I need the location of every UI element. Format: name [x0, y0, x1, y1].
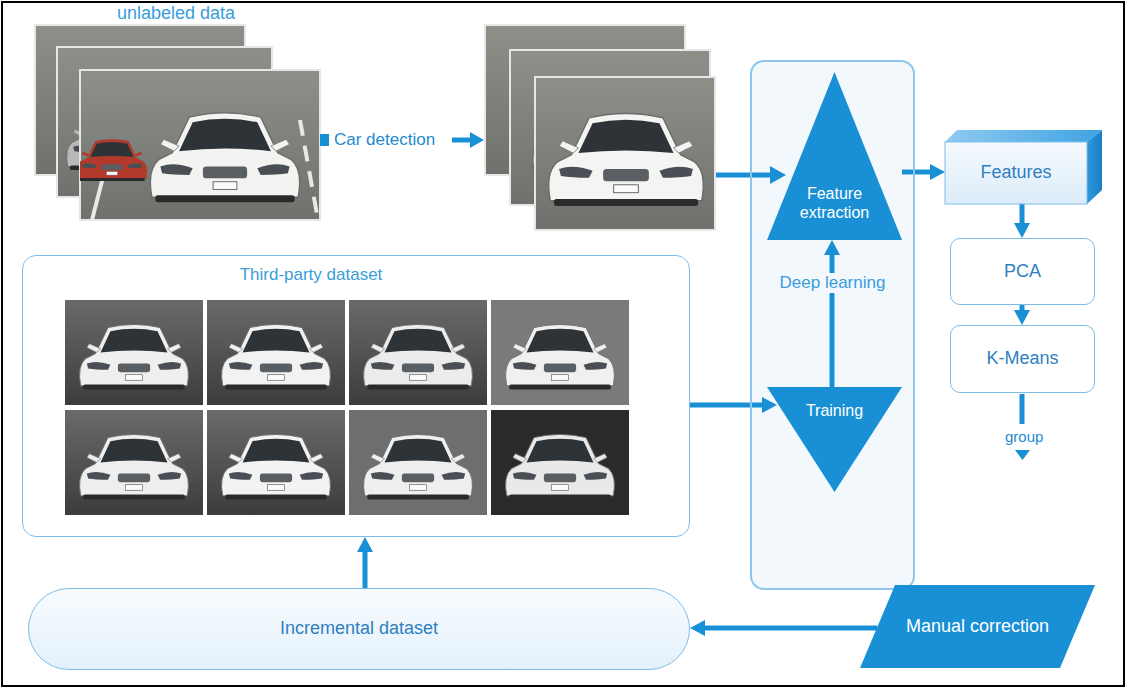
data-cube: Features	[945, 130, 1102, 204]
connector-arrow	[1014, 204, 1030, 238]
process-box: PCA	[950, 238, 1095, 305]
connector-line	[703, 626, 877, 631]
photo-grid	[65, 300, 629, 515]
connector-arrow	[690, 620, 877, 636]
arrow-head	[1014, 310, 1030, 325]
connector-arrow	[1014, 305, 1030, 325]
connector-line	[690, 403, 764, 408]
connector-line	[902, 170, 932, 175]
cube-top	[945, 130, 1102, 142]
process-label: Training	[806, 401, 863, 420]
triangle-shape	[767, 387, 902, 492]
connector-line	[1020, 204, 1025, 225]
process-label: K-Means	[986, 348, 1058, 370]
group-arrow	[1015, 394, 1030, 460]
arrow-head	[690, 620, 705, 636]
connector-arrow	[824, 240, 840, 387]
arrow-head	[824, 240, 840, 255]
arrow-head	[930, 164, 945, 180]
arrow-head	[357, 537, 373, 552]
process-label: Feature extraction	[785, 184, 885, 222]
triangle-shape	[767, 72, 902, 240]
network-panel: Deep learning Feature extractionTraining	[750, 60, 915, 590]
process-label: Manual correction	[906, 616, 1049, 638]
process-box: K-Means	[950, 325, 1095, 393]
panel-fill	[751, 61, 914, 589]
arrow-label: group	[1003, 428, 1045, 445]
photo-stack	[35, 25, 320, 220]
connector-arrow	[357, 537, 373, 588]
dataset-terminal: Incremental dataset	[28, 588, 690, 670]
connector-arrow	[690, 397, 777, 413]
panel-title: Third-party dataset	[23, 265, 599, 285]
cube-front	[945, 142, 1087, 204]
process-triangle: Feature extraction	[767, 72, 902, 240]
cube-side	[1087, 130, 1102, 204]
photo-stack	[485, 25, 715, 230]
arrow-label: Car detection	[332, 130, 437, 150]
dataset-panel: Third-party dataset	[22, 255, 690, 537]
section-label: unlabeled data	[115, 3, 237, 24]
data-label: Features	[980, 162, 1051, 184]
arrow-head	[762, 397, 777, 413]
panel-title: Deep learning	[776, 273, 890, 293]
process-label: PCA	[1004, 261, 1041, 283]
manual-step: Manual correction	[860, 585, 1095, 668]
connector-line	[363, 550, 368, 588]
connector-arrow	[902, 164, 945, 180]
process-triangle: Training	[767, 387, 902, 492]
parallelogram-shape	[860, 585, 1095, 668]
process-label: Incremental dataset	[280, 618, 438, 640]
arrow-head	[1014, 223, 1030, 238]
